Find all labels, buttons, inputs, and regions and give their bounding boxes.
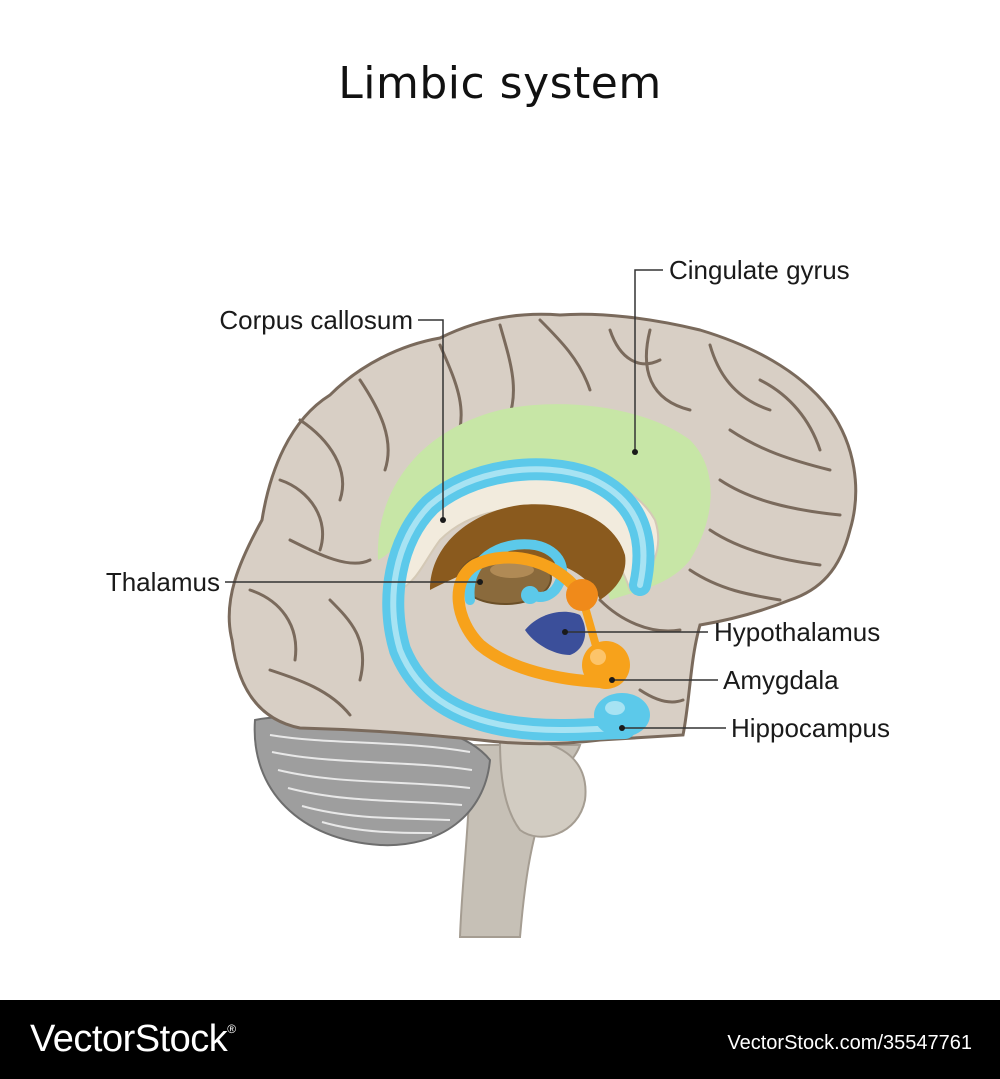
stria-terminalis — [452, 551, 606, 688]
brand-logo: VectorStock® — [30, 1018, 236, 1061]
leader-corpus-callosum — [418, 319, 444, 520]
label-thalamus: Thalamus — [106, 567, 220, 597]
anterior-nucleus — [566, 579, 598, 611]
diagram-title: Limbic system — [338, 58, 662, 109]
amygdala-highlight — [590, 649, 606, 665]
label-cingulate-gyrus: Cingulate gyrus — [669, 255, 850, 285]
cerebellum-folia — [269, 734, 473, 834]
stock-id-text: VectorStock.com/35547761 — [727, 1032, 972, 1054]
leader-lines — [225, 269, 726, 729]
thalamus-highlight — [490, 562, 534, 578]
label-hippocampus: Hippocampus — [731, 713, 890, 743]
amygdala-structure — [582, 641, 630, 689]
brand-name: VectorStock — [30, 1018, 228, 1060]
label-corpus-callosum: Corpus callosum — [219, 305, 413, 335]
lateral-ventricle — [430, 504, 626, 600]
label-amygdala: Amygdala — [723, 665, 839, 695]
pons — [498, 738, 587, 838]
cortex-sulci — [248, 318, 842, 717]
registered-mark: ® — [227, 1022, 236, 1036]
hippocampus-highlight — [605, 701, 625, 715]
footer-bar: VectorStock® VectorStock.com/35547761 — [0, 1000, 1000, 1079]
leader-dots — [440, 449, 638, 731]
mammillary-end — [521, 586, 539, 604]
corpus-callosum-arc-highlight — [390, 466, 647, 734]
leader-cingulate-gyrus — [634, 269, 663, 452]
hypothalamus-structure — [525, 611, 586, 655]
label-hypothalamus: Hypothalamus — [714, 617, 880, 647]
limbic-system-illustration: Cingulate gyrus Corpus callosum Thalamus… — [106, 255, 890, 938]
diagram-canvas: Limbic system — [105, 58, 890, 938]
